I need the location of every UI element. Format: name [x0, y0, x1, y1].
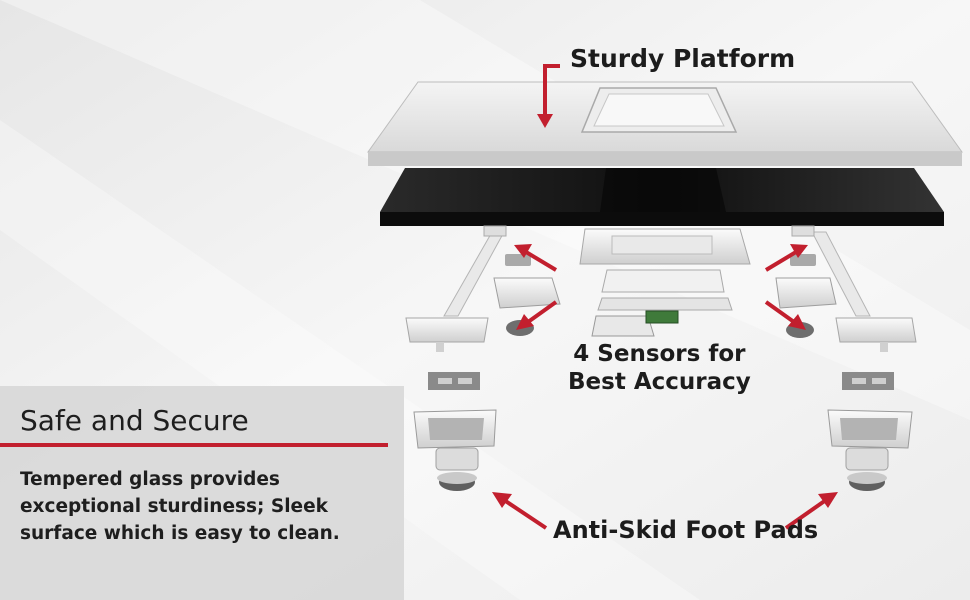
platform-top	[367, 81, 963, 166]
panel-description: Tempered glass provides exceptional stur…	[20, 466, 390, 547]
panel-description-line: surface which is easy to clean.	[20, 523, 340, 544]
panel-title: Safe and Secure	[20, 404, 249, 437]
electronics-housing	[579, 228, 751, 337]
feature-panel: Safe and Secure Tempered glass provides …	[0, 386, 404, 600]
panel-description-line: Tempered glass provides	[20, 469, 280, 490]
panel-divider	[0, 443, 388, 447]
foot-pads-label: Anti-Skid Foot Pads	[553, 516, 819, 544]
glass-panel	[380, 168, 944, 226]
sensors-label-line1: 4 Sensors for	[573, 341, 746, 367]
right-sensor-assembly	[775, 225, 917, 390]
background-light-streak-2	[0, 120, 700, 600]
panel-description-line: exceptional sturdiness; Sleek	[20, 496, 328, 517]
arrow-icon	[492, 64, 838, 530]
left-sensor-assembly	[405, 225, 561, 390]
right-foot-pad	[827, 409, 913, 491]
sturdy-platform-label: Sturdy Platform	[570, 44, 796, 73]
sensors-label: 4 Sensors for Best Accuracy	[568, 340, 751, 396]
left-foot-pad	[413, 409, 497, 491]
sensors-label-line2: Best Accuracy	[568, 369, 751, 395]
